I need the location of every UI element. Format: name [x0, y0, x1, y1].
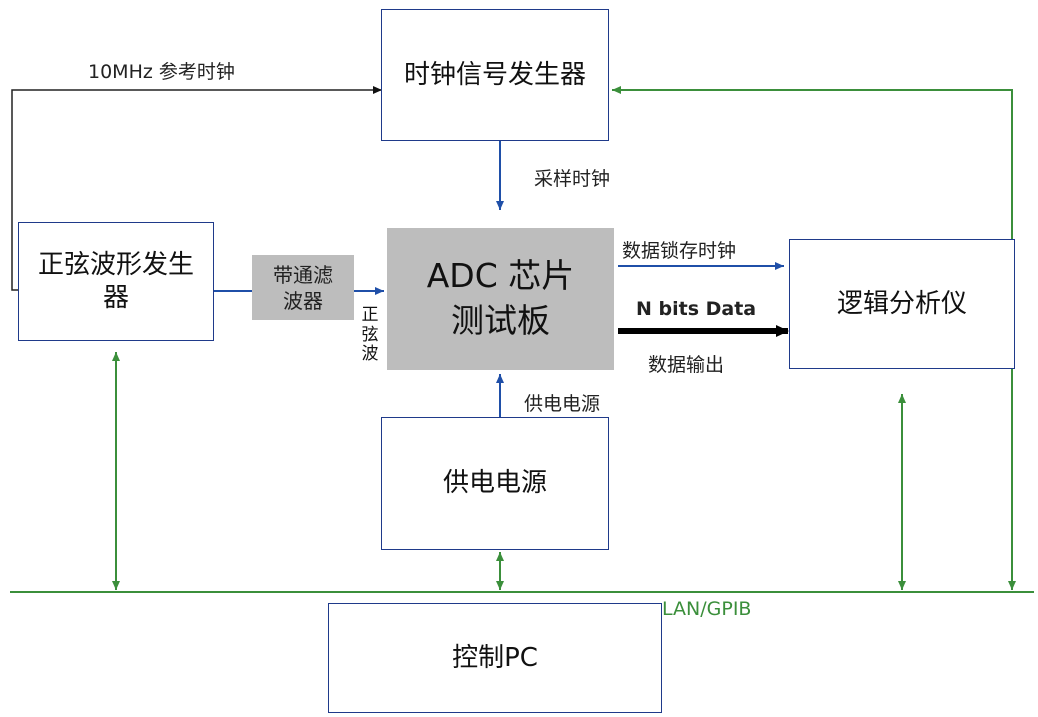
sine-generator-block: 正弦波形发生器: [18, 222, 214, 341]
bus-label: LAN/GPIB: [662, 598, 752, 620]
sample-clock-label: 采样时钟: [534, 168, 611, 190]
ref-clock-line: [11, 86, 382, 291]
power-supply-block: 供电电源: [381, 417, 609, 550]
clock-gen-bus-link: [612, 86, 1016, 590]
data-out-label: 数据输出: [648, 354, 725, 376]
control-pc-block: 控制PC: [328, 603, 662, 713]
clock-generator-block: 时钟信号发生器: [381, 9, 609, 141]
power-supply-label: 供电电源: [442, 468, 547, 499]
logic-analyzer-block: 逻辑分析仪: [789, 239, 1015, 369]
control-pc-label: 控制PC: [452, 642, 538, 673]
bandpass-filter-block: 带通滤波器: [252, 255, 354, 320]
ref-clock-label: 10MHz 参考时钟: [88, 61, 235, 83]
sine-generator-label: 正弦波形发生器: [37, 250, 194, 313]
clock-generator-label: 时钟信号发生器: [403, 59, 586, 90]
logic-analyzer-label: 逻辑分析仪: [836, 288, 967, 319]
power-in-label: 供电电源: [524, 393, 601, 415]
adc-board-block: ADC 芯片测试板: [387, 228, 614, 370]
n-bits-data-label: N bits Data: [636, 298, 757, 320]
adc-board-label: ADC 芯片测试板: [426, 256, 575, 340]
latch-clock-label: 数据锁存时钟: [622, 240, 737, 262]
sine-wave-label: 正弦波: [361, 305, 379, 365]
bandpass-filter-label: 带通滤波器: [273, 262, 333, 313]
